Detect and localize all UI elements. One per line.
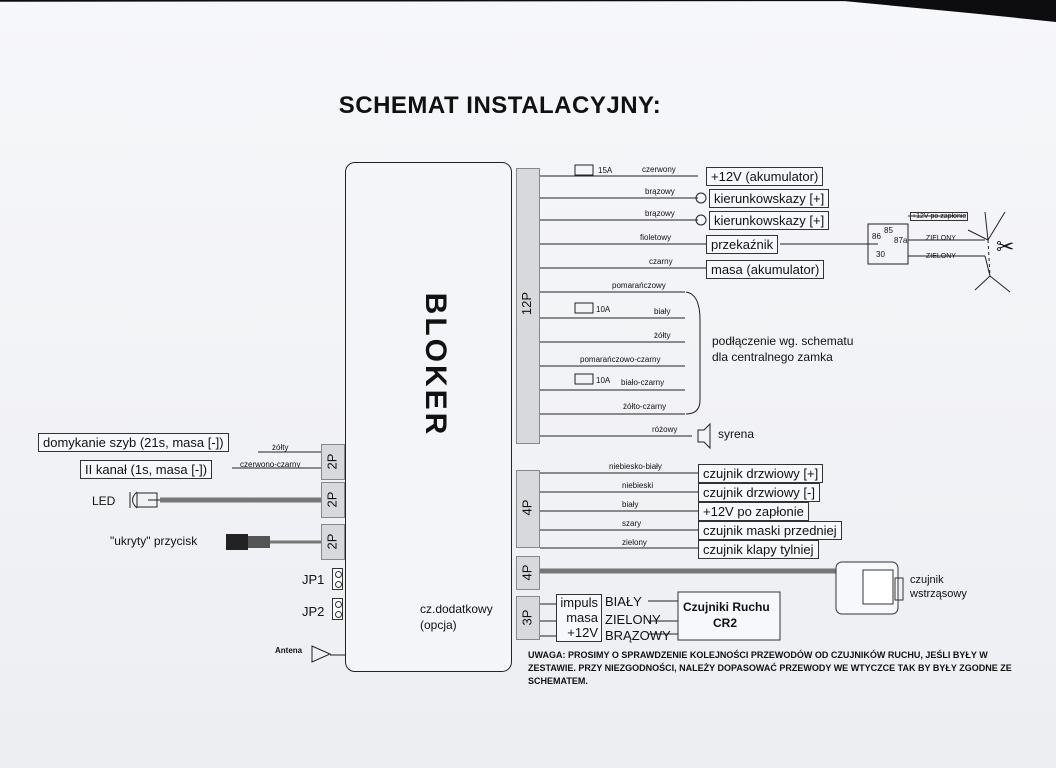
siren-label: syrena: [718, 427, 755, 441]
channel2-box: II kanał (1s, masa [-]): [80, 460, 213, 479]
relay-pin-86: 86: [872, 232, 881, 241]
wire-color-label: żółty: [272, 443, 289, 452]
connector-2p-a: [321, 444, 345, 480]
wire-color-label: pomarańczowo-czarny: [580, 355, 661, 364]
window-close-box: domykanie szyb (21s, masa [-]): [38, 433, 229, 452]
fuse-10a-label-2: 10A: [596, 376, 611, 385]
target-relay: przekaźnik: [706, 235, 779, 254]
motion-pin-impulse: impuls: [560, 595, 598, 610]
motion-sensor-title: Czujniki Ruchu: [683, 600, 770, 614]
central-lock-note-2: dla centralnego zamka: [712, 350, 833, 364]
wire-color-label: różowy: [652, 425, 678, 434]
optional-label-2: (opcja): [420, 618, 457, 632]
jp2-label: JP2: [302, 604, 325, 619]
wire-color-label: czerwono-czarny: [240, 460, 301, 469]
target-turn-signal-2: kierunkowskazy [+]: [709, 211, 830, 230]
jp1-jumper: [332, 568, 343, 590]
led-label: LED: [92, 494, 116, 508]
wire-color-label: pomarańczowy: [612, 281, 666, 290]
wire-color-label: brązowy: [645, 187, 675, 196]
connector-12p: [516, 168, 540, 444]
motion-color-brown: BRĄZOWY: [605, 628, 671, 643]
hidden-button-label: "ukryty" przycisk: [110, 534, 198, 548]
wire-color-label: fioletowy: [640, 233, 672, 242]
motion-pin-ground: masa: [566, 610, 598, 625]
target-trunk: czujnik klapy tylniej: [698, 540, 819, 559]
connector-4p-doors: [516, 470, 540, 548]
bloker-module: [345, 162, 512, 672]
wire-color-label: zielony: [622, 538, 647, 547]
target-battery-plus: +12V (akumulator): [706, 167, 824, 186]
relay-pin-87a: 87a: [894, 236, 908, 245]
target-ignition: +12V po zapłonie: [698, 502, 809, 521]
wire-color-label: czarny: [649, 257, 673, 266]
fuse-15a-label: 15A: [598, 166, 613, 175]
wire-color-label: czerwony: [642, 165, 676, 174]
connector-2p-b: [321, 482, 345, 518]
wire-color-label: niebieski: [622, 481, 654, 490]
wire-color-label: biały: [654, 307, 671, 316]
optional-label-1: cz.dodatkowy: [420, 602, 493, 616]
motion-color-white: BIAŁY: [605, 594, 642, 609]
relay-green-label-2: ZIELONY: [926, 253, 956, 260]
motion-pin-12v: +12V: [567, 625, 598, 640]
target-battery-ground: masa (akumulator): [706, 260, 825, 279]
motion-color-green: ZIELONY: [605, 612, 661, 627]
motion-sensor-model: CR2: [713, 616, 738, 630]
target-door-minus: czujnik drzwiowy [-]: [698, 483, 820, 502]
warning-note: UWAGA: PROSIMY O SPRAWDZENIE KOLEJNOŚCI …: [528, 650, 1012, 686]
jp1-label: JP1: [302, 572, 325, 587]
shock-sensor-label-1: czujnik: [910, 574, 944, 586]
central-lock-note-1: podłączenie wg. schematu: [712, 334, 854, 348]
target-hood: czujnik maski przedniej: [698, 521, 842, 540]
wire-color-label: brązowy: [645, 209, 675, 218]
wire-color-label: niebiesko-biały: [609, 462, 662, 471]
connector-2p-c: [321, 524, 345, 560]
relay-pin-85: 85: [884, 226, 893, 235]
svg-text:✂: ✂: [996, 235, 1014, 260]
target-door-plus: czujnik drzwiowy [+]: [698, 464, 824, 483]
connector-3p-motion: [516, 596, 540, 640]
target-turn-signal-1: kierunkowskazy [+]: [709, 189, 830, 208]
wire-color-label: żółty: [654, 331, 671, 340]
connector-4p-shock: [516, 556, 540, 590]
shock-sensor-label-2: wstrząsowy: [910, 588, 967, 600]
relay-pin-30: 30: [876, 250, 885, 259]
antenna-label: Antena: [275, 646, 303, 655]
relay-ignition-label: +12V po zapłonie: [910, 212, 969, 221]
relay-green-label-1: ZIELONY: [926, 235, 956, 242]
jp2-jumper: [332, 598, 343, 620]
wire-color-label: biało-czarny: [621, 378, 665, 387]
wire-color-label: biały: [622, 500, 639, 509]
wire-color-label: żółto-czarny: [623, 402, 667, 411]
diagram-title: SCHEMAT INSTALACYJNY:: [338, 92, 662, 119]
motion-pins-box: impuls masa +12V: [556, 594, 602, 642]
wire-color-label: szary: [622, 519, 642, 528]
fuse-10a-label: 10A: [596, 305, 611, 314]
